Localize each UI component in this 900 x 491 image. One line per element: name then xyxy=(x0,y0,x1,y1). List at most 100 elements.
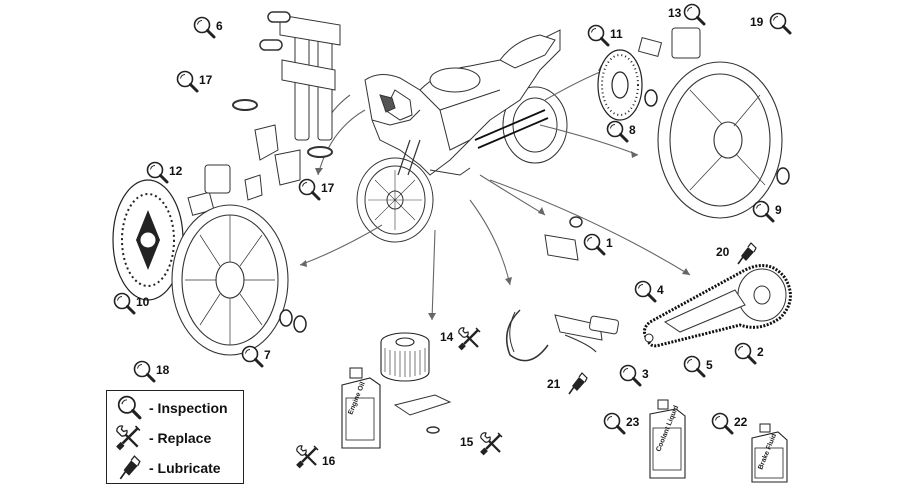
svg-text:21: 21 xyxy=(547,377,561,391)
callout: 2 xyxy=(734,342,764,365)
magnifier-icon xyxy=(241,345,264,368)
magnifier-icon xyxy=(113,292,136,315)
callout: 8 xyxy=(606,120,636,143)
legend-label: - Replace xyxy=(149,430,212,446)
callout: 22 xyxy=(711,412,748,435)
svg-text:14: 14 xyxy=(440,330,454,344)
rear-wheel-bearing-8 xyxy=(644,89,658,107)
svg-text:19: 19 xyxy=(750,15,764,29)
oil-filter xyxy=(380,332,430,382)
magnifier-icon xyxy=(606,120,629,143)
rear-wheel xyxy=(657,61,783,219)
magnifier-icon xyxy=(683,355,706,378)
throttle-cable xyxy=(505,309,620,362)
svg-text:15: 15 xyxy=(460,435,474,449)
magnifier-icon xyxy=(298,178,321,201)
oil-sump xyxy=(393,394,452,434)
svg-text:9: 9 xyxy=(775,203,782,217)
magnifier-icon xyxy=(769,12,792,35)
callout: 4 xyxy=(634,280,664,303)
svg-text:12: 12 xyxy=(169,164,183,178)
magnifier-icon xyxy=(603,412,626,435)
svg-text:8: 8 xyxy=(629,123,636,137)
legend: - Inspection - Replace - Lubricate xyxy=(106,390,244,484)
magnifier-icon xyxy=(734,342,757,365)
svg-text:16: 16 xyxy=(322,454,336,468)
svg-text:13: 13 xyxy=(668,6,682,20)
magnifier-icon xyxy=(176,70,199,93)
legend-inspection: - Inspection xyxy=(115,395,228,421)
front-brake-caliper xyxy=(187,164,231,216)
svg-text:5: 5 xyxy=(706,358,713,372)
svg-text:4: 4 xyxy=(657,283,664,297)
grease-gun-icon xyxy=(119,455,141,480)
callout: 10 xyxy=(113,292,150,315)
callout: 6 xyxy=(193,16,223,39)
pointer-arrows xyxy=(299,69,691,321)
callout: 21 xyxy=(547,372,588,395)
callout: 7 xyxy=(241,345,271,368)
svg-text:23: 23 xyxy=(626,415,640,429)
legend-replace: - Replace xyxy=(115,425,211,451)
callout: 17 xyxy=(176,70,213,93)
svg-text:11: 11 xyxy=(610,27,623,41)
svg-text:2: 2 xyxy=(757,345,764,359)
svg-text:7: 7 xyxy=(264,348,271,362)
callout: 13 xyxy=(668,3,706,26)
wrench-screwdriver-icon xyxy=(294,444,320,470)
magnifier-icon xyxy=(117,395,142,420)
front-wheel xyxy=(171,204,289,356)
svg-text:17: 17 xyxy=(321,181,335,195)
magnifier-icon xyxy=(133,360,156,383)
drive-chain-sprocket xyxy=(643,264,792,348)
rear-brake-caliper xyxy=(637,27,701,59)
magnifier-icon xyxy=(711,412,734,435)
magnifier-icon xyxy=(146,161,169,184)
wrench-screwdriver-icon xyxy=(456,326,482,352)
callout: 14 xyxy=(440,326,482,352)
callout: 3 xyxy=(619,364,649,387)
grease-gun-icon xyxy=(568,372,588,395)
svg-text:17: 17 xyxy=(199,73,213,87)
magnifier-icon xyxy=(193,16,216,39)
legend-label: - Inspection xyxy=(149,400,228,416)
callout: 19 xyxy=(750,12,792,35)
callout: 1 xyxy=(583,233,613,256)
magnifier-icon xyxy=(683,3,706,26)
clutch-part xyxy=(544,216,583,261)
callout: 20 xyxy=(716,242,757,265)
svg-text:6: 6 xyxy=(216,19,223,33)
callout: 5 xyxy=(683,355,713,378)
magnifier-icon xyxy=(587,24,610,47)
svg-text:10: 10 xyxy=(136,295,150,309)
coolant-bottle xyxy=(649,399,686,479)
front-wheel-bearings xyxy=(279,309,307,333)
svg-text:3: 3 xyxy=(642,367,649,381)
magnifier-icon xyxy=(619,364,642,387)
callout: 15 xyxy=(460,431,504,457)
magnifier-icon xyxy=(752,200,775,223)
legend-label: - Lubricate xyxy=(149,460,221,476)
wrench-screwdriver-icon xyxy=(478,431,504,457)
svg-text:20: 20 xyxy=(716,245,730,259)
magnifier-icon xyxy=(634,280,657,303)
wrench-screwdriver-icon xyxy=(115,425,142,451)
rear-brake-disc xyxy=(597,49,643,121)
callout: 23 xyxy=(603,412,640,435)
rear-wheel-bearing-9 xyxy=(776,167,790,185)
motorcycle-illustration xyxy=(356,29,568,243)
callout: 17 xyxy=(298,178,335,201)
legend-lubricate: - Lubricate xyxy=(115,455,221,481)
magnifier-icon xyxy=(583,233,606,256)
callout: 12 xyxy=(146,161,183,184)
front-fork-assembly xyxy=(232,11,341,201)
callout: 11 xyxy=(587,24,623,47)
callout: 16 xyxy=(294,444,336,470)
brake-fluid-bottle xyxy=(751,423,788,483)
callout: 9 xyxy=(752,200,782,223)
svg-text:18: 18 xyxy=(156,363,170,377)
svg-text:1: 1 xyxy=(606,236,613,250)
svg-text:22: 22 xyxy=(734,415,748,429)
grease-gun-icon xyxy=(737,242,757,265)
